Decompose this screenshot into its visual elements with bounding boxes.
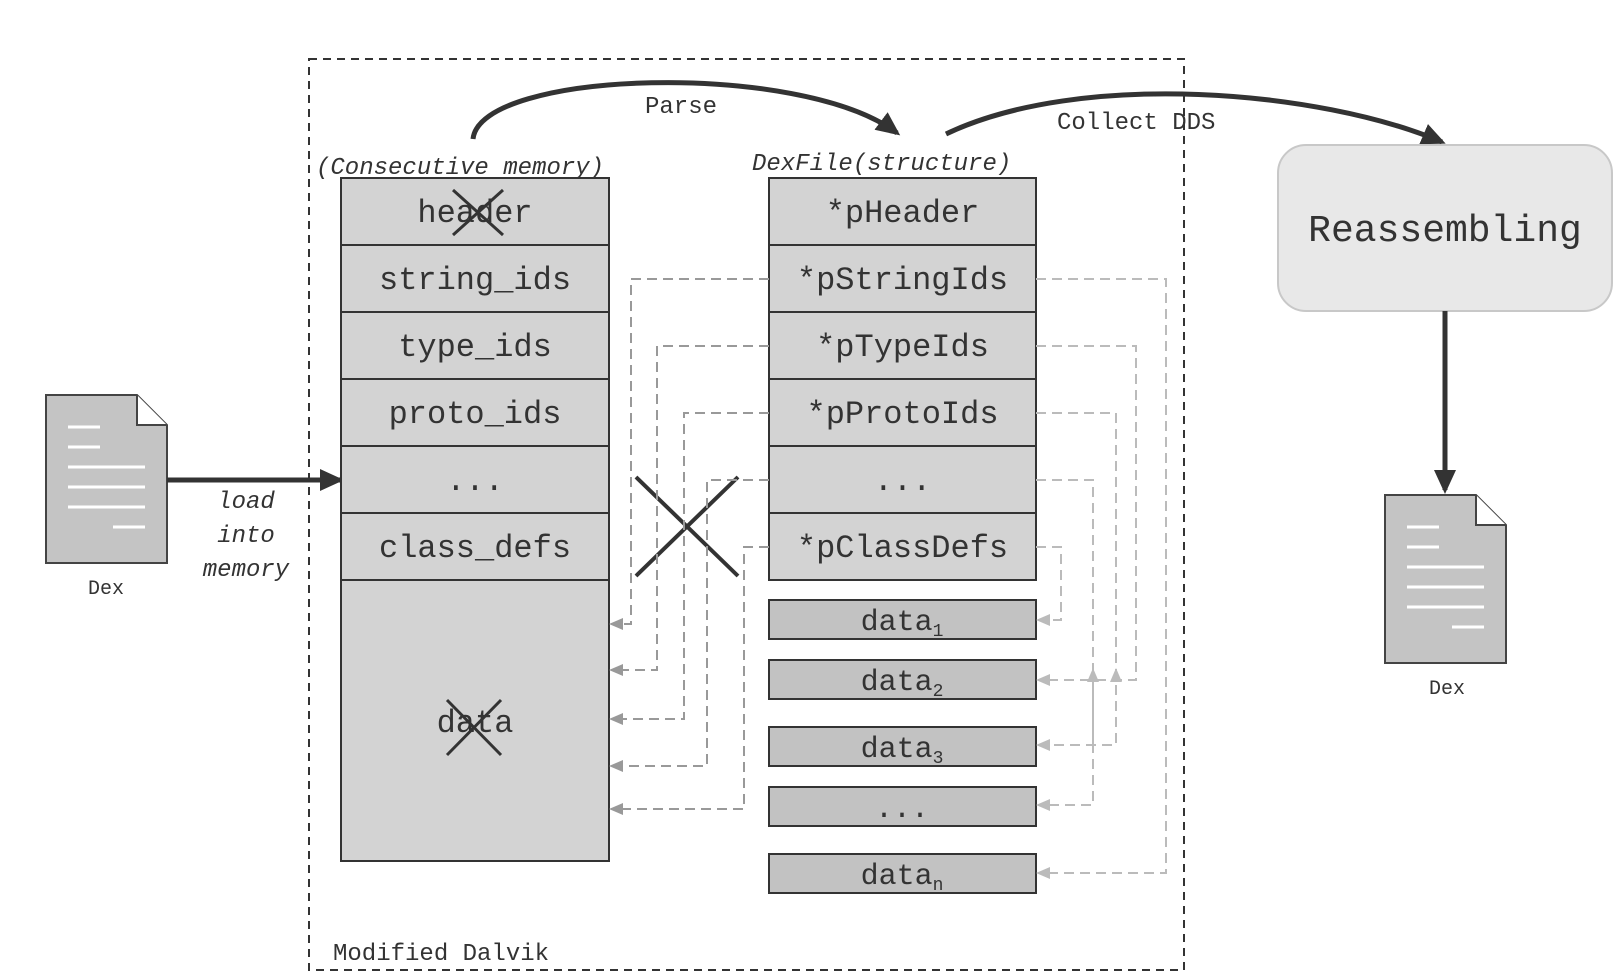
dexfile-caption: DexFile(structure) — [752, 151, 1011, 178]
dexfile-row-label: *pStringIds — [797, 262, 1008, 299]
output-dex-file-icon — [1384, 494, 1507, 664]
load-label-line: load — [217, 489, 275, 516]
memory-row-cell — [340, 512, 610, 581]
memory-row-cell — [340, 378, 610, 447]
memory-data-label: data — [437, 705, 514, 742]
string-ids-data-link — [1036, 278, 1167, 879]
source-dex-file-icon — [45, 394, 168, 564]
memory-data-region — [340, 579, 610, 862]
memory-row-cell — [340, 445, 610, 514]
parse-label: Parse — [645, 94, 717, 121]
data-block-label: datan — [861, 860, 944, 896]
data-block-subscript: 3 — [933, 749, 944, 769]
modified-dalvik-container — [308, 58, 1185, 971]
data-block-label: ... — [875, 793, 929, 827]
data-block-base: data — [861, 666, 933, 700]
load-label-line: memory — [203, 557, 290, 584]
data-block — [768, 726, 1037, 767]
data-block — [768, 853, 1037, 894]
type-ids-link — [609, 345, 769, 676]
data-block-base: data — [861, 606, 933, 640]
memory-row-cell — [340, 244, 610, 313]
data-block-label: data2 — [861, 666, 944, 702]
class-defs-data-link — [1036, 546, 1062, 626]
dexfile-column: *pHeader *pStringIds *pTypeIds *pProtoIds..… — [768, 177, 1037, 581]
data-block-label: data3 — [861, 733, 944, 769]
proto-ids-link — [609, 412, 769, 725]
data-block-subscript: 1 — [933, 622, 944, 642]
dexfile-row-label: *pClassDefs — [797, 530, 1008, 567]
header-cross-icon — [451, 188, 505, 237]
link-cross-icon — [634, 475, 740, 578]
data-block-base: data — [861, 733, 933, 767]
parse-arrow — [470, 80, 901, 140]
memory-column: headerstring_idstype_idsproto_ids...clas… — [340, 177, 610, 581]
memory-row-cell — [340, 311, 610, 380]
data-block-base: ... — [875, 793, 929, 827]
data-block-label: data1 — [861, 606, 944, 642]
reassembling-label: Reassembling — [1308, 210, 1582, 253]
dexfile-row-cell — [768, 445, 1037, 514]
data-block — [768, 659, 1037, 700]
ellipsis-data-link — [1036, 479, 1094, 811]
type-ids-data-link — [1036, 345, 1137, 686]
container-label: Modified Dalvik — [333, 941, 549, 968]
memory-row-label: class_defs — [379, 530, 571, 567]
memory-row-label: ... — [446, 463, 504, 500]
memory-row-label: proto_ids — [389, 396, 562, 433]
data-block-base: data — [861, 860, 933, 894]
output-dex-label: Dex — [1429, 678, 1465, 701]
string-ids-link — [609, 278, 769, 630]
pointer-links-right — [1036, 278, 1167, 879]
data-block — [768, 599, 1037, 640]
memory-row-label: type_ids — [398, 329, 552, 366]
pointer-links-left — [609, 278, 769, 815]
dexfile-row-cell — [768, 311, 1037, 380]
source-dex-label: Dex — [88, 578, 124, 601]
class-defs-link — [609, 546, 769, 815]
memory-row-label: string_ids — [379, 262, 571, 299]
collect-dds-label: Collect DDS — [1057, 110, 1215, 137]
load-label-line: into — [217, 523, 275, 550]
data-block-subscript: 2 — [933, 682, 944, 702]
dexfile-row-cell — [768, 177, 1037, 246]
dexfile-row-label: ... — [874, 463, 932, 500]
proto-ids-data-link — [1036, 412, 1117, 751]
dexfile-row-label: *pHeader — [826, 195, 980, 232]
data-block-subscript: n — [933, 876, 944, 896]
dexfile-row-label: *pProtoIds — [806, 396, 998, 433]
dexfile-row-label: *pTypeIds — [816, 329, 989, 366]
data-block — [768, 786, 1037, 827]
dexfile-row-cell — [768, 512, 1037, 581]
load-label: load into memory — [203, 489, 290, 584]
dexfile-row-cell — [768, 378, 1037, 447]
data-cross-icon — [445, 698, 503, 757]
collect-dds-arrow — [944, 91, 1446, 145]
